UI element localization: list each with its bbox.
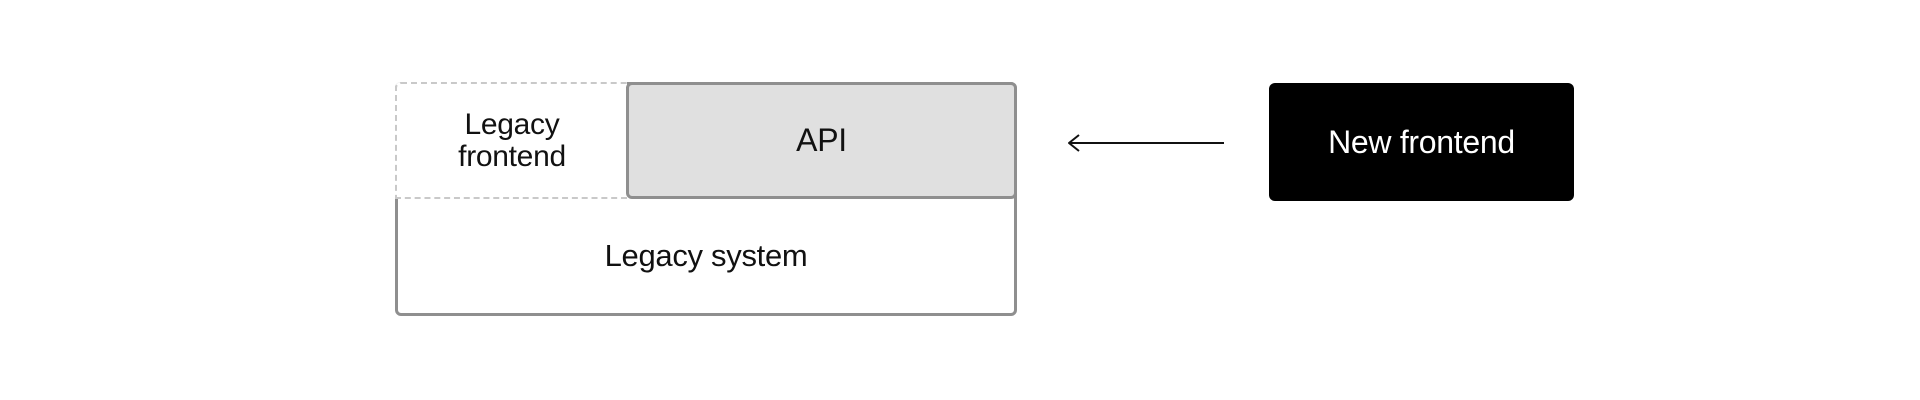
left-arrow-icon bbox=[1068, 134, 1224, 152]
arrow-head bbox=[1068, 134, 1080, 152]
new-frontend-label: New frontend bbox=[1328, 123, 1515, 160]
legacy-frontend-label: Legacy frontend bbox=[458, 107, 566, 173]
legacy-system-label: Legacy system bbox=[604, 238, 808, 273]
api-box: API bbox=[626, 82, 1017, 199]
legacy-frontend-box: Legacy frontend bbox=[395, 82, 627, 199]
api-label: API bbox=[796, 122, 847, 158]
new-frontend-box: New frontend bbox=[1269, 83, 1574, 201]
